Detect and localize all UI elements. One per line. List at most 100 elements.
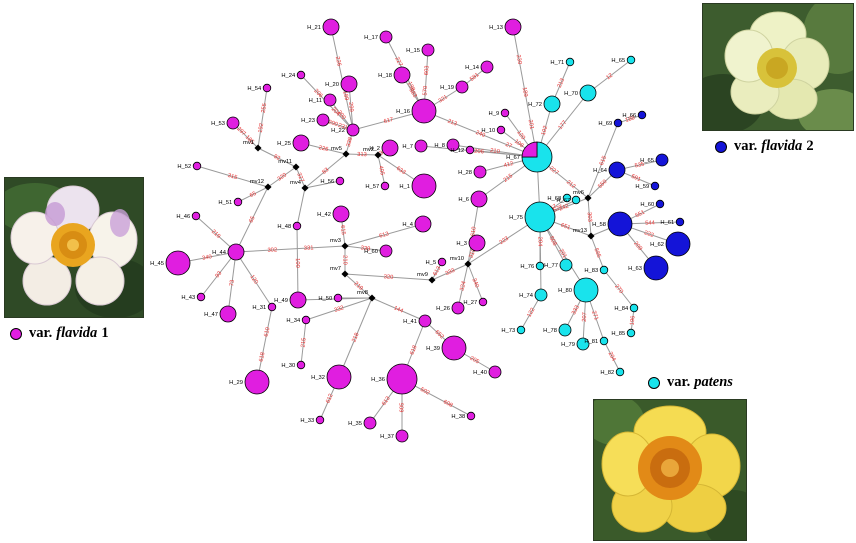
mutation-label: 242 (559, 203, 570, 212)
haplotype-label: H_49 (274, 298, 288, 304)
haplotype-H_32 (326, 364, 352, 390)
haplotype-label: H_9 (489, 111, 500, 117)
haplotype-label: H_43 (181, 295, 195, 301)
haplotype-label: H_47 (204, 312, 218, 318)
edge-H_13-H_67 (512, 26, 538, 158)
median-label: mv4 (290, 180, 302, 186)
haplotype-H_23 (316, 113, 330, 127)
haplotype-H_17 (379, 30, 393, 44)
mutation-label: 591 (630, 174, 641, 183)
haplotype-label: H_24 (281, 73, 296, 79)
mutation-label: 177 (558, 120, 569, 131)
haplotype-label: H_77 (544, 263, 558, 269)
haplotype-H_64 (608, 161, 626, 179)
haplotype-label: H_27 (463, 300, 477, 306)
haplotype-H_61 (675, 217, 685, 227)
legend-name: flavida (56, 325, 98, 341)
haplotype-H_29 (244, 369, 270, 395)
haplotype-H_50 (333, 293, 343, 303)
edge-H_6-mv10 (467, 198, 480, 265)
haplotype-H_44 (227, 243, 245, 261)
haplotype-H_20 (340, 75, 358, 93)
haplotype-H_72 (543, 95, 561, 113)
haplotype-label: H_25 (277, 141, 291, 147)
mutation-label: 508 (548, 236, 558, 247)
mutation-label: 610 (264, 327, 272, 338)
haplotype-label: H_79 (561, 342, 575, 348)
edge-H_65-H_70 (587, 59, 632, 94)
median-label: mv11 (278, 159, 292, 165)
haplotype-label: H_48 (277, 224, 291, 230)
haplotype-H_77 (559, 258, 573, 272)
haplotype-H_69 (613, 118, 623, 128)
edge-H_52-mv12 (196, 165, 269, 188)
mutation-label: 226 (318, 145, 329, 153)
haplotype-label: H_62 (650, 242, 664, 248)
edge-H_34-mv8 (305, 297, 373, 321)
haplotype-label: H_1 (399, 184, 410, 190)
mutation-label: 189 (341, 90, 349, 101)
mutation-label: 215 (301, 337, 308, 347)
haplotype-H_12 (465, 145, 475, 155)
edge-H_69-H_66 (617, 114, 643, 124)
haplotype-H_45 (165, 250, 191, 276)
edge-H_60-mv3 (344, 245, 387, 252)
haplotype-label: H_19 (440, 85, 454, 91)
edge-H_41-mv8 (371, 297, 426, 322)
haplotype-H_14 (480, 60, 494, 74)
haplotype-H_62 (665, 231, 691, 257)
haplotype-label: H_35 (348, 421, 362, 427)
flower-image (594, 400, 746, 540)
median-mv3 (341, 242, 349, 250)
mutation-label: 219 (210, 229, 221, 240)
haplotype-label: H_82 (600, 370, 614, 376)
edge-H_47-H_44 (227, 251, 237, 315)
median-label: mv1 (243, 140, 254, 146)
mutation-label: 405 (377, 165, 385, 176)
mutation-label: 218 (351, 332, 360, 343)
mutation-label: 617 (383, 117, 394, 125)
mutation-label: 608 (442, 399, 453, 409)
mutation-label: 605 (400, 403, 406, 413)
haplotype-H_4 (414, 215, 432, 233)
edge-H_81-H_82 (603, 340, 621, 373)
haplotype-label: H_26 (436, 306, 450, 312)
mutation-label: 210 (341, 255, 347, 265)
haplotype-H_9 (500, 108, 510, 118)
haplotype-H_57 (380, 181, 390, 191)
median-label: mv9 (417, 272, 428, 278)
haplotype-H_60b (655, 199, 665, 209)
haplotype-label: H_39 (426, 346, 440, 352)
edge-mv6-H_69 (587, 122, 619, 199)
mutation-label: 240 (475, 130, 486, 139)
haplotype-label: H_73 (501, 328, 515, 334)
mutation-label: 120 (248, 274, 258, 285)
edge-H_57-mv2 (377, 154, 386, 187)
mutation-label: 613 (379, 231, 390, 239)
median-label: mv6 (573, 190, 584, 196)
mutation-label: 73 (229, 279, 236, 286)
haplotype-label: H_44 (212, 250, 227, 256)
haplotype-label: H_18 (378, 73, 392, 79)
haplotype-H_8 (446, 138, 460, 152)
haplotype-H_15 (421, 43, 435, 57)
mutation-label: 108 (513, 139, 524, 150)
haplotype-label: H_61 (660, 220, 674, 226)
mutation-label: 102 (541, 125, 549, 136)
mutation-label: 213 (557, 78, 566, 89)
median-mv10 (464, 260, 472, 268)
haplotype-label: H_12 (450, 148, 464, 154)
mutation-label: 271 (590, 310, 599, 321)
edge-H_48-H_49 (296, 225, 299, 301)
haplotype-label: H_53 (211, 121, 225, 127)
haplotype-label: H_50 (318, 296, 332, 302)
haplotype-label: H_6 (458, 197, 469, 203)
mutation-label: 196 (629, 315, 636, 325)
mutation-label: 615 (339, 225, 346, 235)
mutation-label: 613 (432, 266, 442, 277)
edge-H_74-H_73 (520, 294, 542, 331)
mutation-label: 27 (504, 142, 512, 150)
haplotype-label: H_51 (218, 200, 232, 206)
median-mv12 (264, 183, 272, 191)
